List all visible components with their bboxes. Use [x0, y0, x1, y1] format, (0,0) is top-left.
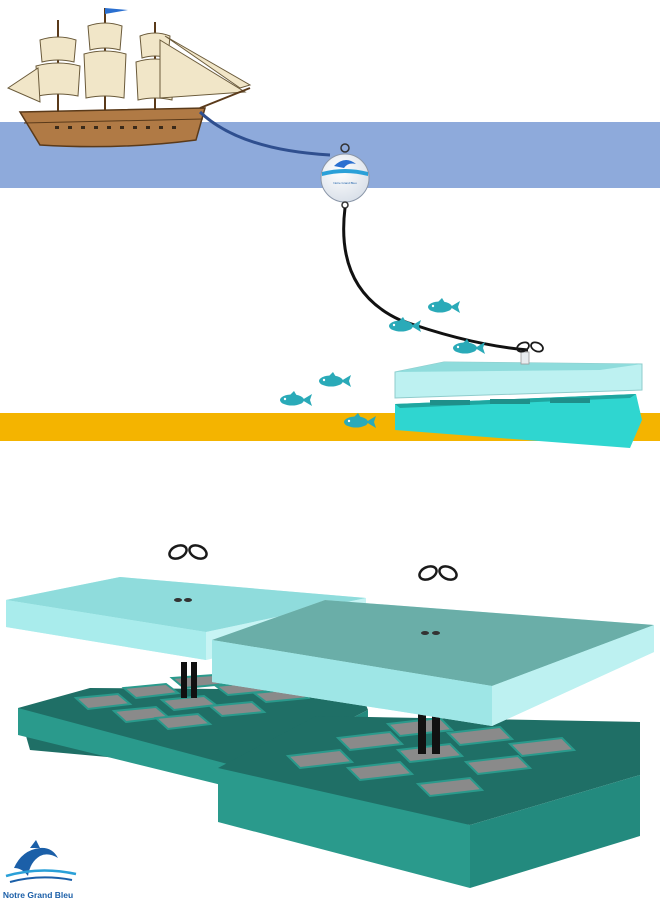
lifting-ring-icon: [166, 541, 210, 563]
lifting-ring-icon: [514, 339, 546, 355]
logo-text: Notre Grand Bleu: [3, 890, 73, 900]
tow-line: [198, 110, 331, 157]
fish-icon: [389, 317, 421, 332]
mooring-line: [342, 207, 529, 352]
lifting-ring-icon: [416, 562, 460, 584]
reef-module-small: [394, 339, 643, 448]
fish-icon: [428, 298, 460, 313]
dolphin-logo-icon: Notre Grand Bleu: [3, 840, 77, 900]
buoy-icon: Notre Grand Bleu: [320, 143, 370, 209]
fish-icon: [280, 391, 312, 406]
ship-icon: [6, 8, 252, 148]
reef-module-right: [212, 562, 654, 888]
buoy-label: Notre Grand Bleu: [333, 181, 357, 185]
fish-icon: [319, 372, 351, 387]
